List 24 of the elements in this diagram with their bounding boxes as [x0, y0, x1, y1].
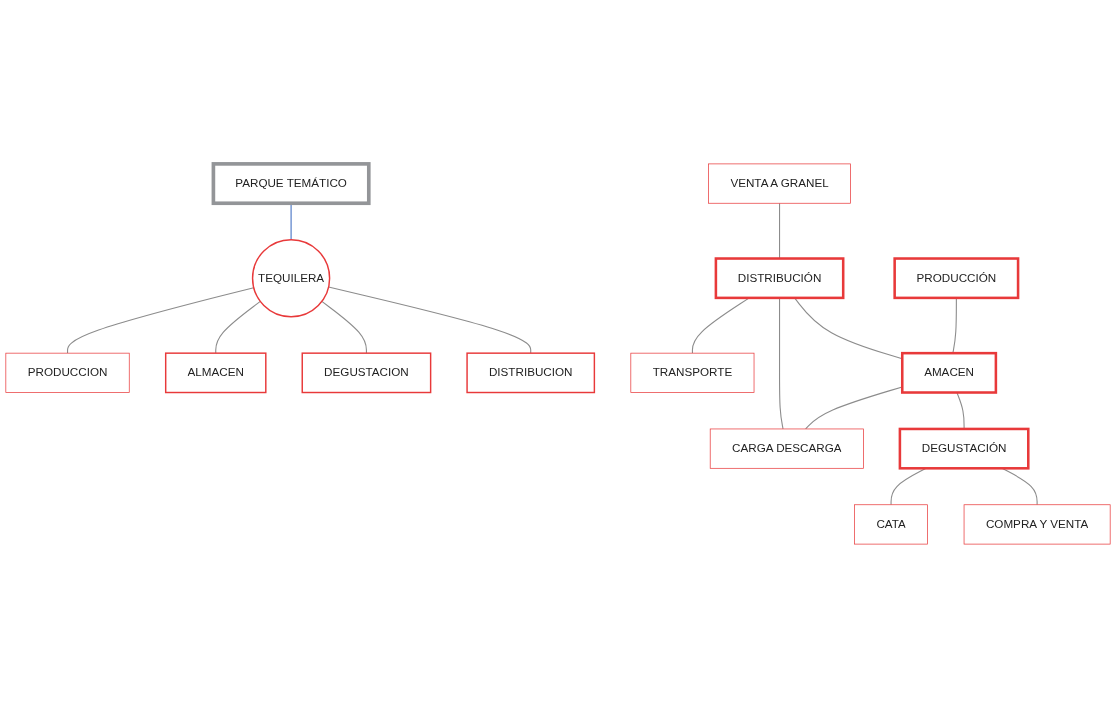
- connector: [321, 300, 367, 354]
- node-box: DEGUSTACIÓN: [898, 427, 1030, 470]
- node-box: PRODUCCIÓN: [893, 257, 1020, 300]
- connector: [67, 287, 255, 354]
- connector: [794, 297, 903, 360]
- node-box: DEGUSTACION: [301, 352, 432, 394]
- node-box: VENTA A GRANEL: [708, 163, 851, 204]
- node-box: COMPRA Y VENTA: [963, 504, 1111, 545]
- node-box: DISTRIBUCION: [466, 352, 596, 394]
- connector: [779, 297, 784, 430]
- node-circle: TEQUILERA: [251, 238, 331, 318]
- node-box: PRODUCCION: [5, 352, 130, 393]
- node-box: AMACEN: [901, 351, 998, 394]
- node-box: ALMACEN: [164, 352, 267, 394]
- connector: [328, 286, 532, 354]
- connector: [805, 386, 903, 430]
- connector: [215, 300, 261, 354]
- node-box: CARGA DESCARGA: [709, 428, 864, 469]
- node-box: DISTRIBUCIÓN: [714, 257, 845, 300]
- node-box: TRANSPORTE: [630, 352, 755, 393]
- connector: [952, 297, 957, 354]
- connector: [691, 297, 750, 354]
- node-box: PARQUE TEMÁTICO: [211, 162, 371, 206]
- node-box: CATA: [854, 504, 928, 545]
